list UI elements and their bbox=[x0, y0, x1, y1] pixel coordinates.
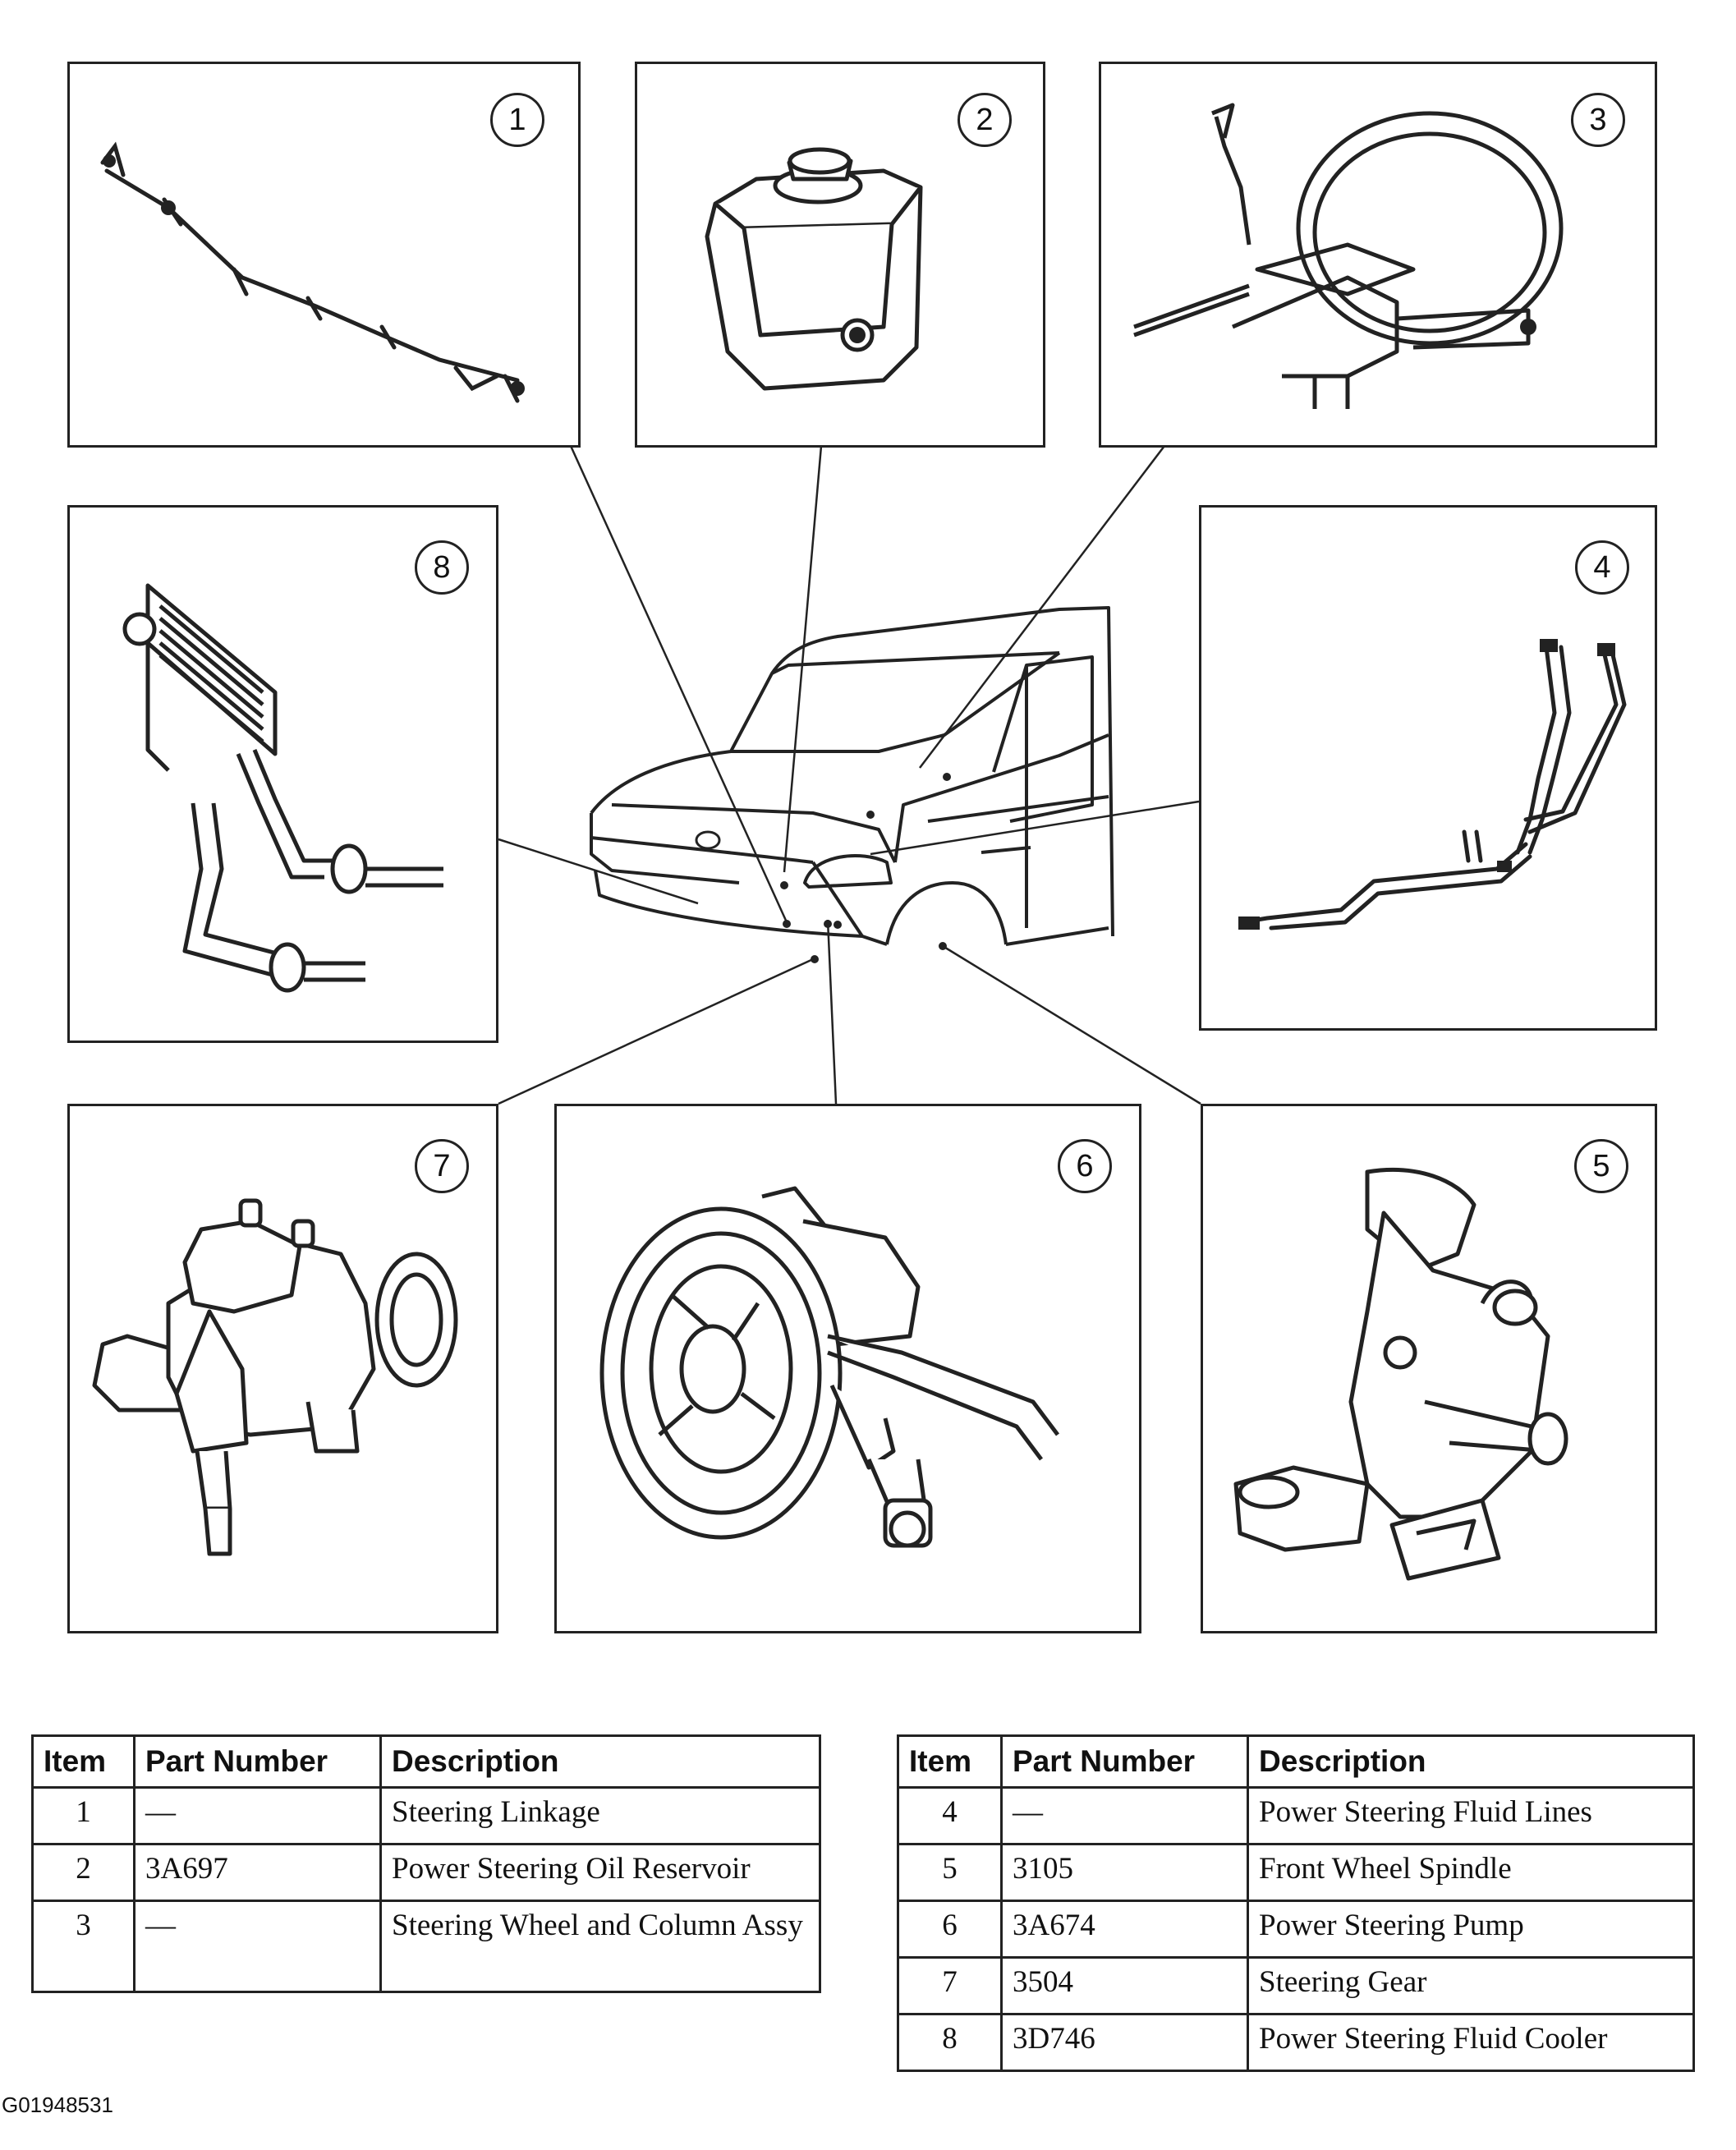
callout-3: 3 bbox=[1571, 93, 1625, 147]
cell-part-number: — bbox=[133, 1786, 382, 1845]
figure-id-label: G01948531 bbox=[2, 2093, 113, 2117]
cell-item: 4 bbox=[897, 1786, 1003, 1845]
cell-item: 6 bbox=[897, 1900, 1003, 1959]
header-part-number: Part Number bbox=[133, 1734, 382, 1789]
leader-line-3 bbox=[919, 445, 1165, 769]
cell-part-number: 3504 bbox=[1000, 1956, 1249, 2015]
panel-steering-wheel-column: 3 bbox=[1099, 62, 1657, 448]
leader-line-8 bbox=[498, 838, 699, 905]
cell-description: Power Steering Fluid Cooler bbox=[1247, 2013, 1695, 2072]
fluid-cooler-illustration bbox=[122, 583, 443, 993]
panel-fluid-lines: 4 bbox=[1199, 505, 1657, 1031]
leader-line-5 bbox=[942, 944, 1201, 1105]
callout-2: 2 bbox=[958, 93, 1012, 147]
header-item: Item bbox=[31, 1734, 135, 1789]
cell-description: Power Steering Oil Reservoir bbox=[379, 1843, 821, 1902]
callout-5: 5 bbox=[1574, 1139, 1628, 1193]
table-header-row: Item Part Number Description bbox=[897, 1734, 1695, 1789]
panel-power-steering-pump: 6 bbox=[554, 1104, 1141, 1633]
panel-steering-linkage: 1 bbox=[67, 62, 581, 448]
callout-4: 4 bbox=[1575, 540, 1629, 595]
leader-line-4 bbox=[870, 800, 1200, 856]
table-row: 8 3D746 Power Steering Fluid Cooler bbox=[897, 2013, 1695, 2072]
cell-part-number: 3105 bbox=[1000, 1843, 1249, 1902]
cell-description: Steering Linkage bbox=[379, 1786, 821, 1845]
panel-oil-reservoir: 2 bbox=[635, 62, 1045, 448]
table-row: 6 3A674 Power Steering Pump bbox=[897, 1900, 1695, 1959]
steering-wheel-illustration bbox=[1133, 103, 1564, 409]
steering-gear-illustration bbox=[92, 1198, 458, 1556]
fluid-lines-illustration bbox=[1238, 639, 1627, 930]
header-description: Description bbox=[1247, 1734, 1695, 1789]
cell-item: 2 bbox=[31, 1843, 135, 1902]
header-part-number: Part Number bbox=[1000, 1734, 1249, 1789]
cell-item: 7 bbox=[897, 1956, 1003, 2015]
leader-line-6 bbox=[826, 919, 838, 1105]
cell-description: Steering Wheel and Column Assy bbox=[379, 1900, 821, 1993]
cell-item: 1 bbox=[31, 1786, 135, 1845]
callout-6: 6 bbox=[1058, 1139, 1112, 1193]
cell-description: Power Steering Fluid Lines bbox=[1247, 1786, 1695, 1845]
table-row: 1 — Steering Linkage bbox=[31, 1786, 821, 1845]
reservoir-illustration bbox=[705, 147, 923, 391]
pump-illustration bbox=[599, 1186, 1059, 1548]
header-item: Item bbox=[897, 1734, 1003, 1789]
cell-item: 8 bbox=[897, 2013, 1003, 2072]
cell-description: Power Steering Pump bbox=[1247, 1900, 1695, 1959]
callout-7: 7 bbox=[415, 1139, 469, 1193]
cell-part-number: 3D746 bbox=[1000, 2013, 1249, 2072]
table-row: 3 — Steering Wheel and Column Assy bbox=[31, 1900, 821, 1993]
cell-part-number: 3A697 bbox=[133, 1843, 382, 1902]
parts-table-left: Item Part Number Description 1 — Steerin… bbox=[31, 1734, 821, 1993]
leader-line-2 bbox=[783, 445, 823, 873]
panel-steering-gear: 7 bbox=[67, 1104, 498, 1633]
cell-item: 3 bbox=[31, 1900, 135, 1993]
cell-part-number: — bbox=[1000, 1786, 1249, 1845]
table-header-row: Item Part Number Description bbox=[31, 1734, 821, 1789]
header-description: Description bbox=[379, 1734, 821, 1789]
van-illustration bbox=[590, 606, 1114, 963]
table-row: 7 3504 Steering Gear bbox=[897, 1956, 1695, 2015]
cell-description: Front Wheel Spindle bbox=[1247, 1843, 1695, 1902]
cell-item: 5 bbox=[897, 1843, 1003, 1902]
panel-fluid-cooler: 8 bbox=[67, 505, 498, 1043]
spindle-illustration bbox=[1233, 1167, 1568, 1581]
steering-linkage-illustration bbox=[100, 141, 525, 403]
cell-description: Steering Gear bbox=[1247, 1956, 1695, 2015]
table-row: 5 3105 Front Wheel Spindle bbox=[897, 1843, 1695, 1902]
panel-wheel-spindle: 5 bbox=[1201, 1104, 1657, 1633]
callout-1: 1 bbox=[490, 93, 544, 147]
leader-line-7 bbox=[498, 958, 814, 1105]
cell-part-number: — bbox=[133, 1900, 382, 1993]
leader-line-1 bbox=[569, 445, 788, 923]
parts-table-right: Item Part Number Description 4 — Power S… bbox=[897, 1734, 1695, 2072]
callout-8: 8 bbox=[415, 540, 469, 595]
cell-part-number: 3A674 bbox=[1000, 1900, 1249, 1959]
table-row: 2 3A697 Power Steering Oil Reservoir bbox=[31, 1843, 821, 1902]
table-row: 4 — Power Steering Fluid Lines bbox=[897, 1786, 1695, 1845]
